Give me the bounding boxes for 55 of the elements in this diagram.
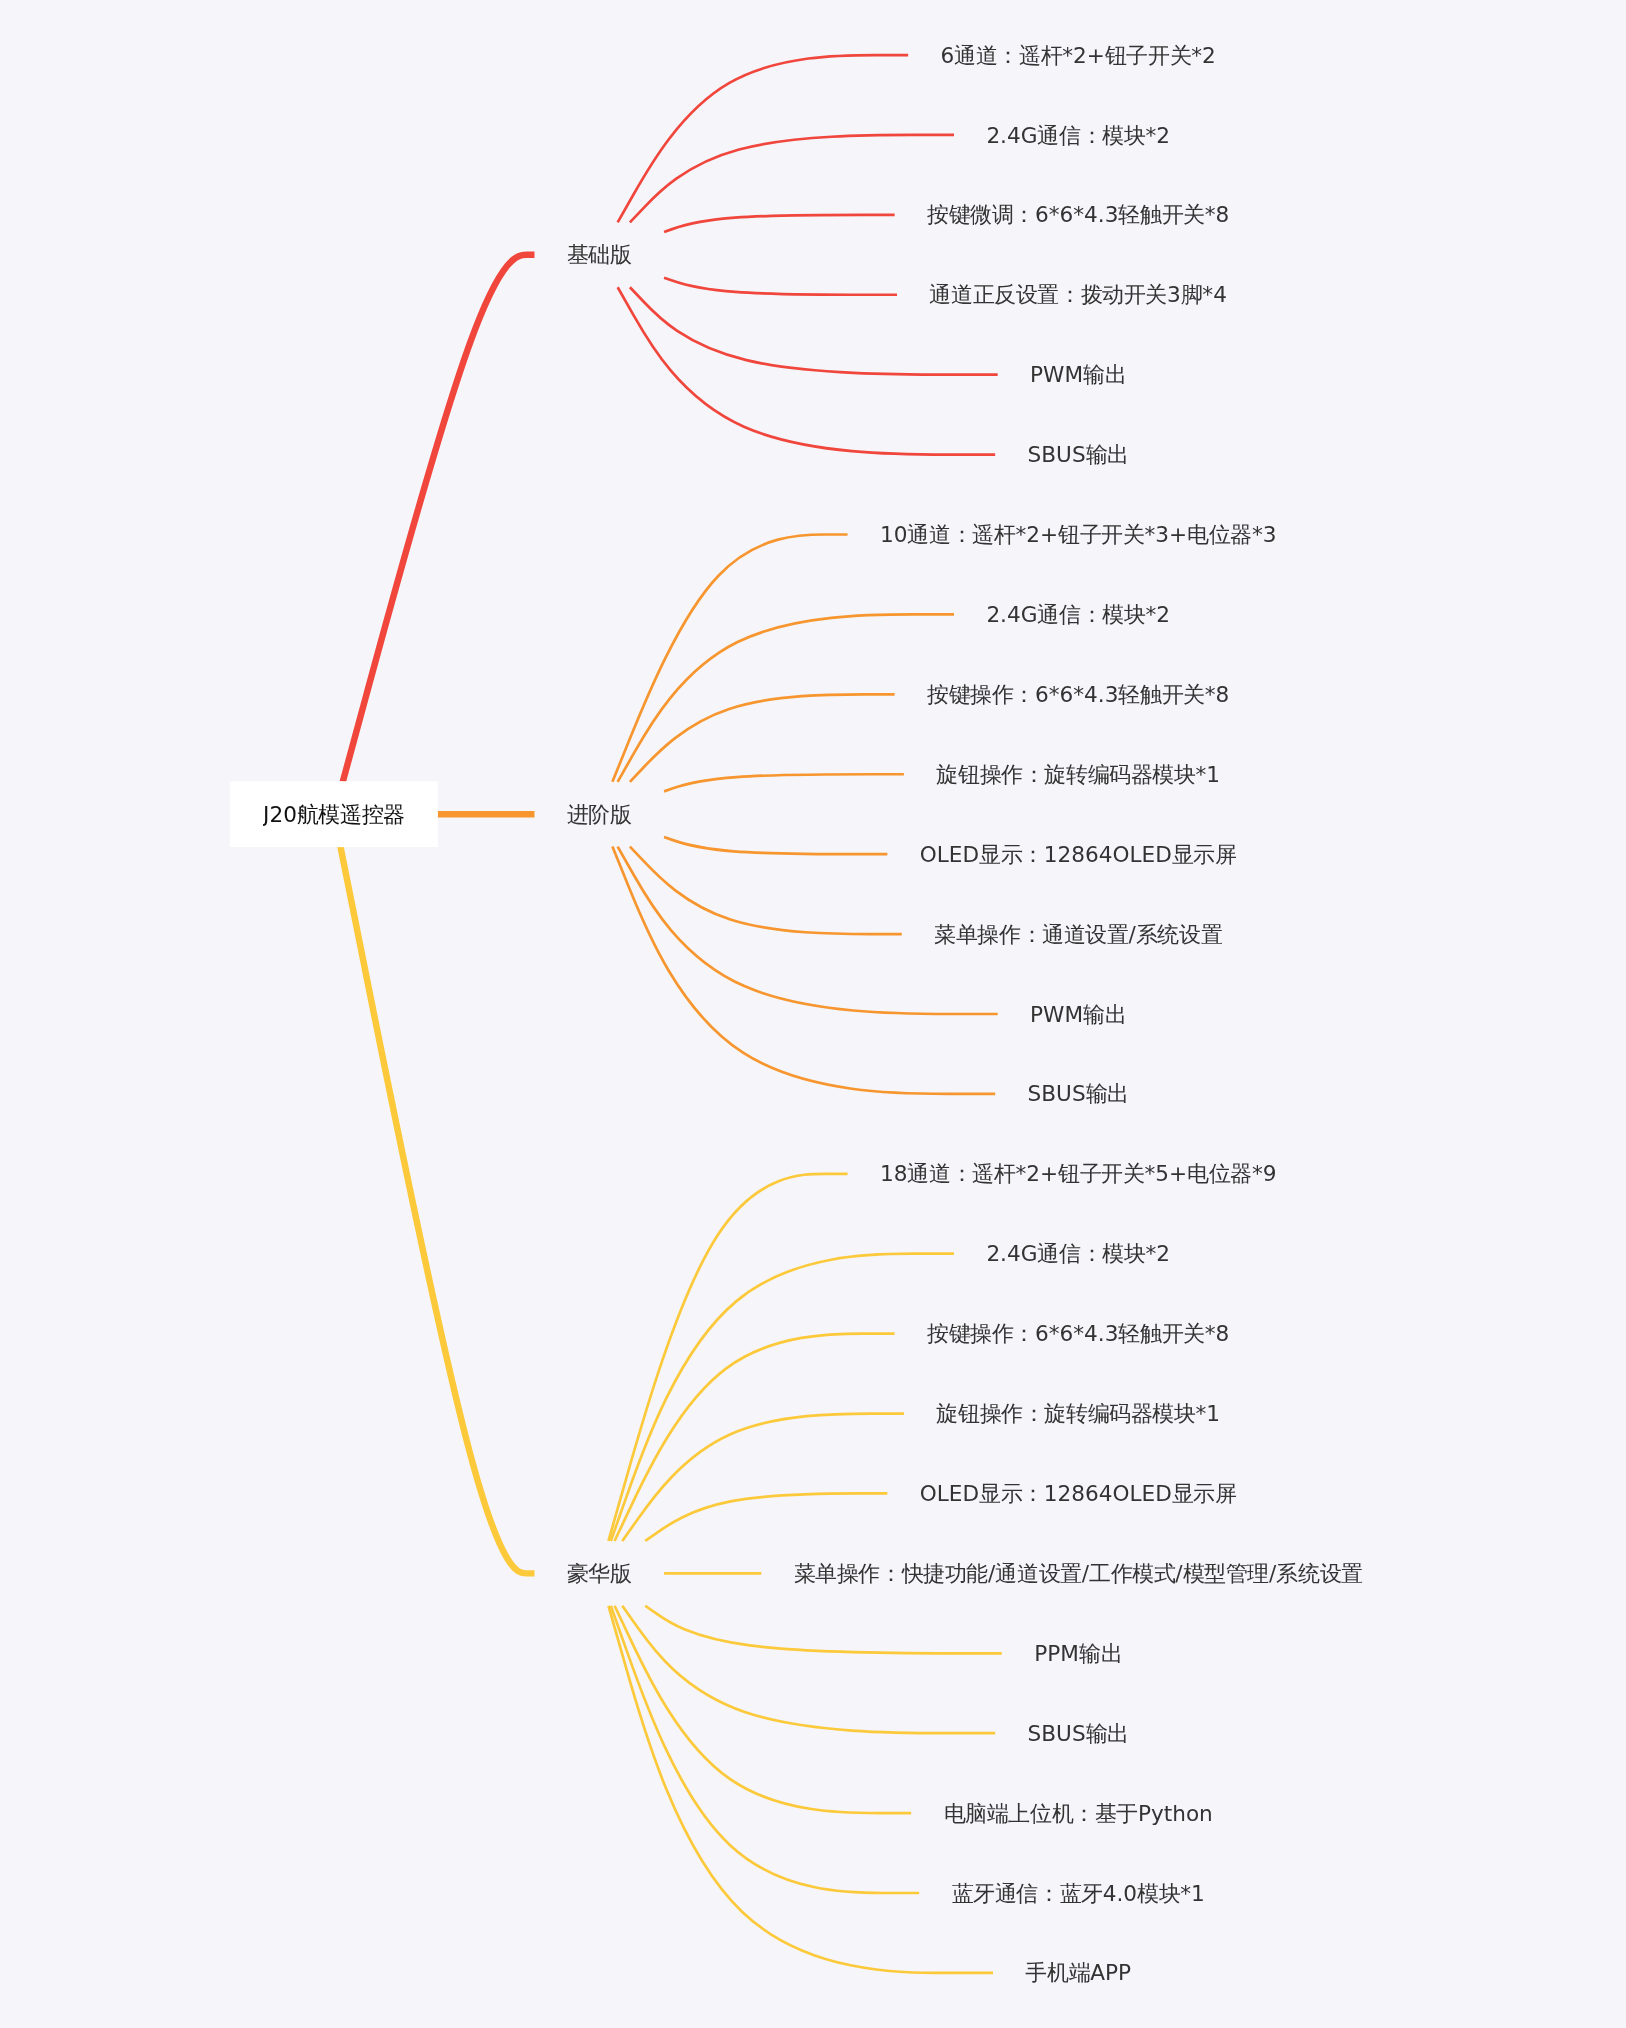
connector — [437, 811, 535, 818]
connector — [609, 1605, 920, 1895]
connector — [616, 613, 955, 783]
node-text: 10通道：遥杆*2+钮子开关*3+电位器*3 — [880, 521, 1277, 548]
connector — [644, 1604, 1002, 1655]
node-text: 旋钮操作：旋转编码器模块*1 — [936, 761, 1221, 788]
node-text: 旋钮操作：旋转编码器模块*1 — [936, 1400, 1221, 1427]
connector — [629, 693, 895, 783]
connector — [663, 276, 898, 297]
connector — [663, 772, 905, 793]
node-text: 18通道：遥杆*2+钮子开关*5+电位器*9 — [880, 1160, 1277, 1187]
node-text: 6通道：遥杆*2+钮子开关*2 — [940, 42, 1216, 69]
node-text: 2.4G通信：模块*2 — [986, 1240, 1171, 1267]
node-text: 进阶版 — [567, 801, 632, 828]
node-text: 基础版 — [567, 241, 632, 268]
node-text: 电脑端上位机：基于Python — [943, 1800, 1213, 1827]
node-text: PWM输出 — [1030, 1001, 1127, 1027]
connector — [629, 286, 998, 377]
node-text: SBUS输出 — [1027, 441, 1129, 468]
connector — [621, 1605, 996, 1735]
node-text: 豪华版 — [567, 1560, 632, 1587]
node-text: SBUS输出 — [1027, 1080, 1129, 1107]
connector — [663, 835, 888, 856]
connector — [621, 1412, 905, 1542]
node-text: 通道正反设置：拨动开关3脚*4 — [929, 281, 1228, 308]
connector — [629, 845, 902, 936]
node-text: PPM输出 — [1034, 1640, 1123, 1667]
connector — [607, 1172, 848, 1542]
connector — [629, 133, 955, 224]
connector — [644, 1492, 888, 1543]
connector — [607, 1605, 994, 1975]
connector — [664, 1572, 762, 1575]
node-text: 按键操作：6*6*4.3轻触开关*8 — [927, 681, 1230, 708]
node-text: OLED显示：12864OLED显示屏 — [919, 841, 1237, 868]
node-text: OLED显示：12864OLED显示屏 — [919, 1480, 1237, 1507]
connector — [611, 846, 996, 1096]
node-text: 菜单操作：通道设置/系统设置 — [934, 921, 1223, 948]
connector — [616, 53, 909, 224]
node-text: 2.4G通信：模块*2 — [986, 122, 1171, 148]
connector — [613, 1332, 895, 1542]
connector — [663, 213, 895, 234]
node-text: 按键操作：6*6*4.3轻触开关*8 — [927, 1320, 1230, 1347]
node-text: 2.4G通信：模块*2 — [986, 601, 1171, 628]
connector — [611, 533, 848, 783]
connector — [616, 845, 998, 1016]
connector — [609, 1252, 955, 1542]
connector — [339, 251, 535, 783]
node-text: 蓝牙通信：蓝牙4.0模块*1 — [951, 1880, 1205, 1906]
node-text: PWM输出 — [1030, 361, 1127, 388]
node-text: 菜单操作：快捷功能/通道设置/工作模式/模型管理/系统设置 — [793, 1560, 1363, 1587]
node-text: 按键微调：6*6*4.3轻触开关*8 — [927, 201, 1230, 228]
node-text: SBUS输出 — [1027, 1720, 1129, 1747]
connector — [616, 286, 996, 456]
node-text: 手机端APP — [1025, 1959, 1132, 1986]
connector — [613, 1605, 912, 1815]
